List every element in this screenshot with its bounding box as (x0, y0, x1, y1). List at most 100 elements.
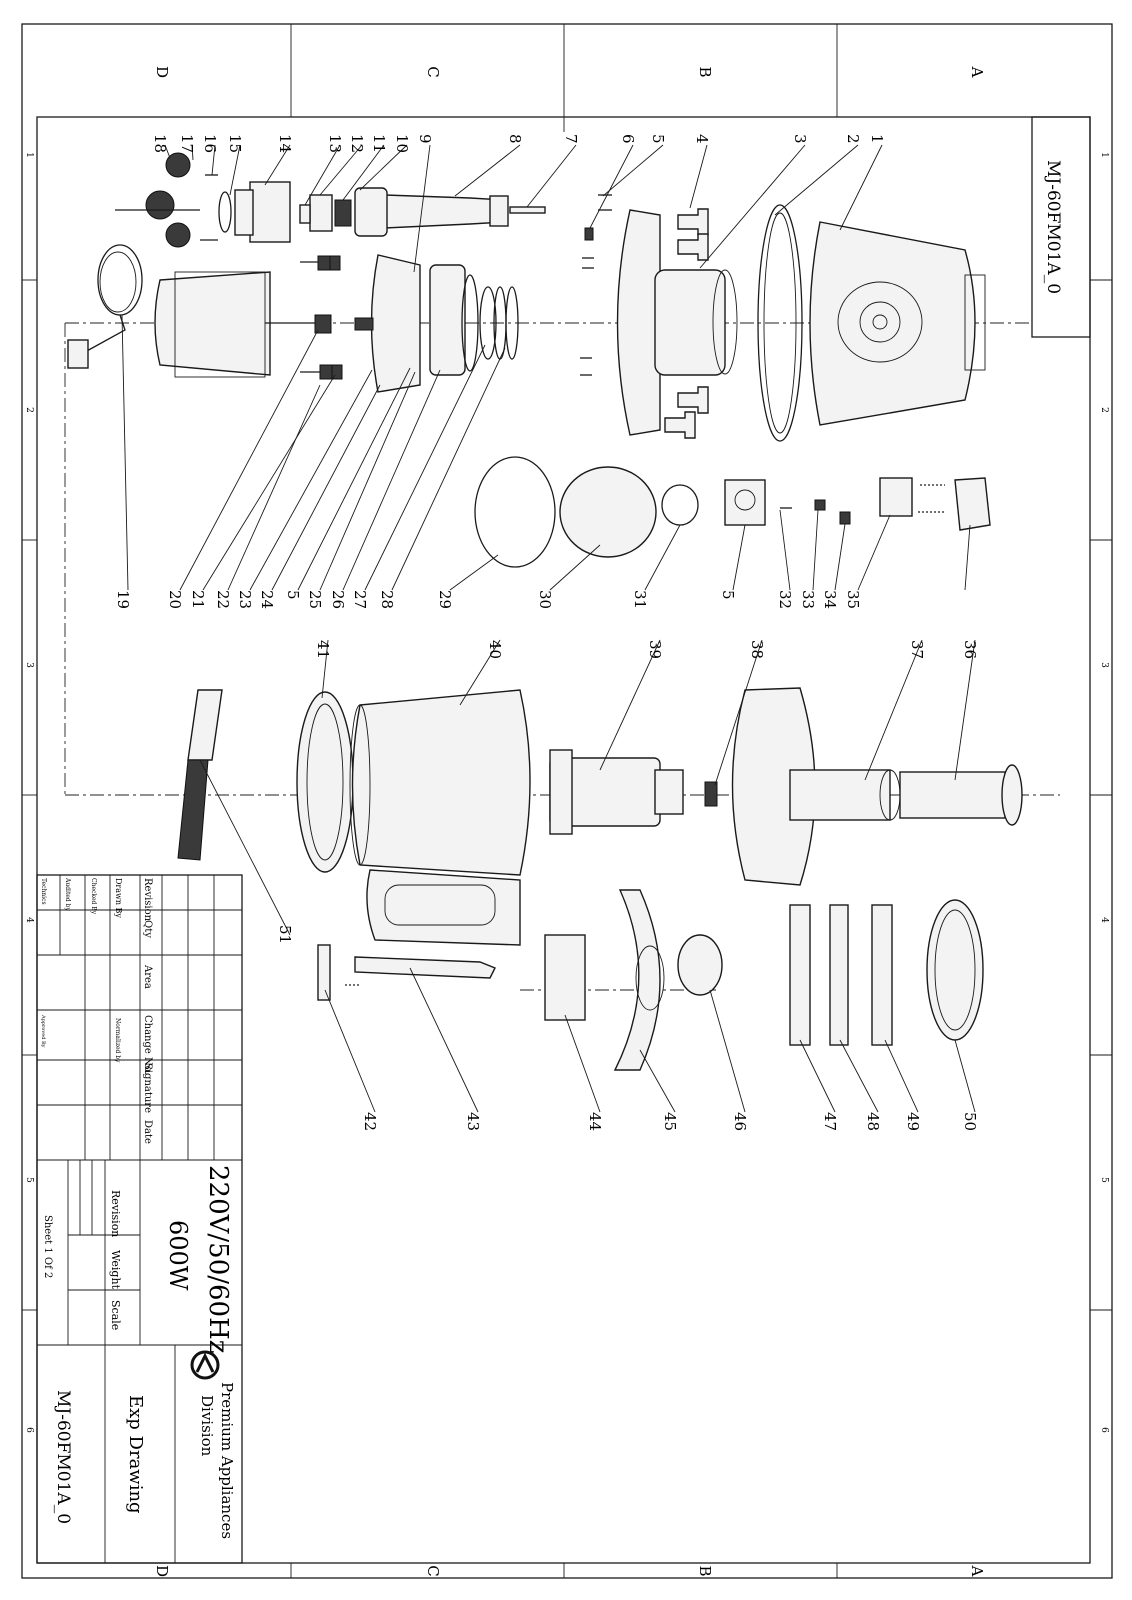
part-37-lid-chute (731, 687, 901, 886)
code-box (1031, 116, 1091, 338)
sheet-label: Sheet 1 Of 2 (42, 1215, 53, 1278)
part-label-22: 22 (214, 590, 232, 609)
part-label-9: 9 (416, 134, 434, 144)
zone-letters: D C B A D C B A (153, 66, 986, 1577)
row-label-drawn-by: Drawn By (114, 878, 123, 918)
title-block: Revision Qty Area Change No. Signature D… (36, 874, 243, 1564)
weight-label: Weight (109, 1250, 122, 1290)
part-label-12: 12 (348, 134, 366, 153)
revision-label: Revision (109, 1190, 122, 1237)
part-label-24: 24 (258, 590, 276, 609)
part-label-14: 14 (276, 134, 294, 153)
part-labels: 1 2 3 4 5 6 7 8 9 10 11 12 13 14 15 16 1… (114, 134, 979, 1131)
col-header-date: Date (142, 1120, 153, 1144)
col-header-area: Area (142, 964, 153, 989)
part-44-46-discs (544, 889, 723, 1071)
part-label-6: 6 (619, 134, 637, 144)
part-29-lid (559, 466, 657, 558)
scale-label: Scale (109, 1300, 122, 1330)
part-label-17: 17 (178, 134, 196, 153)
zone-number-right-5: 5 (1099, 1177, 1109, 1183)
part-3-base-plate (616, 209, 738, 436)
zone-number-left-6: 6 (24, 1427, 34, 1433)
part-20-motor (154, 271, 332, 378)
part-label-39: 39 (646, 640, 664, 659)
part-label-33: 33 (799, 590, 817, 609)
part-label-8: 8 (506, 134, 524, 144)
part-label-16: 16 (201, 134, 219, 153)
zone-number-right-2: 2 (1099, 407, 1109, 413)
part-label-43: 43 (464, 1112, 482, 1131)
company-logo (190, 1350, 220, 1380)
part-19-power-cord (67, 244, 143, 369)
part-label-4: 4 (693, 134, 711, 144)
part-label-5b: 5 (284, 590, 302, 600)
part-10-14-gears (218, 181, 352, 243)
zone-letter-top-c: C (424, 66, 442, 77)
part-label-45: 45 (661, 1112, 679, 1131)
rating-power: 600W (164, 1220, 192, 1291)
part-47-49-blades (789, 904, 893, 1046)
part-label-2: 2 (844, 134, 862, 144)
part-label-48: 48 (864, 1112, 882, 1131)
zone-letter-top-a: A (968, 66, 986, 78)
part-label-26: 26 (329, 590, 347, 609)
part-39-pusher-shaft (549, 749, 684, 835)
zone-letter-top-d: D (153, 66, 171, 78)
company-line-1: Premium Appliances (218, 1382, 236, 1539)
part-label-47: 47 (821, 1112, 839, 1131)
zone-number-left-3: 3 (24, 662, 34, 668)
row-label-technics: Technics (40, 878, 47, 905)
part-label-5a: 5 (649, 134, 667, 144)
rating-voltage: 220V/50/60Hz (203, 1165, 233, 1353)
part-label-44: 44 (586, 1112, 604, 1131)
part-label-20: 20 (166, 590, 184, 609)
col-header-signature: Signature (142, 1063, 153, 1113)
part-label-5c: 5 (719, 590, 737, 600)
part-31-switch (724, 479, 766, 526)
zone-number-right-6: 6 (1099, 1427, 1109, 1433)
part-label-19: 19 (114, 590, 132, 609)
part-50-disc-cover (926, 899, 984, 1041)
part-label-51: 51 (276, 925, 294, 944)
drawing-type: Exp Drawing (125, 1395, 146, 1514)
part-7-pin (509, 206, 546, 214)
part-label-36: 36 (961, 640, 979, 659)
zone-letter-bottom-a: A (968, 1565, 986, 1577)
part-label-37: 37 (908, 640, 926, 659)
part-21-22-bushings (300, 255, 374, 380)
part-label-18: 18 (151, 134, 169, 153)
part-34-35-interlock (879, 477, 991, 531)
part-5-6-screws (580, 194, 612, 376)
zone-number-right-4: 4 (1099, 917, 1109, 923)
zone-number-right-3: 3 (1099, 662, 1109, 668)
part-label-32: 32 (776, 590, 794, 609)
part-36-pusher (899, 764, 1023, 826)
part-label-28: 28 (378, 590, 396, 609)
zone-numbers: 1 2 3 4 5 6 1 2 3 4 5 6 (24, 152, 1109, 1433)
part-8-shaft (354, 187, 509, 237)
part-30-ring (661, 484, 699, 526)
col-header-change-no: Change No. (142, 1015, 153, 1075)
zone-letter-bottom-c: C (424, 1565, 442, 1576)
zone-letter-bottom-b: B (696, 1565, 714, 1576)
row-label-checked-by: Checked By (90, 878, 97, 915)
zone-number-left-5: 5 (24, 1177, 34, 1183)
part-4-feet (664, 208, 709, 439)
part-1-housing-cover (809, 221, 986, 426)
drawing-code-top: MJ-60FM01A_0 (1043, 160, 1063, 294)
col-header-revision: Revision (142, 878, 153, 922)
part-15-18-small-gears (115, 152, 218, 248)
part-label-23: 23 (236, 590, 254, 609)
part-42-43-lever (317, 944, 496, 1001)
normalized-by-label: Normalized by (114, 1018, 121, 1063)
part-51-spatula (177, 689, 223, 861)
part-40-bowl (349, 689, 531, 946)
zone-letter-bottom-d: D (153, 1565, 171, 1577)
zone-number-left-1: 1 (24, 152, 34, 158)
zone-dividers (22, 24, 1112, 1578)
part-label-29: 29 (436, 590, 454, 609)
part-label-35: 35 (844, 590, 862, 609)
zone-number-right-1: 1 (1099, 152, 1109, 158)
part-label-42: 42 (361, 1112, 379, 1131)
